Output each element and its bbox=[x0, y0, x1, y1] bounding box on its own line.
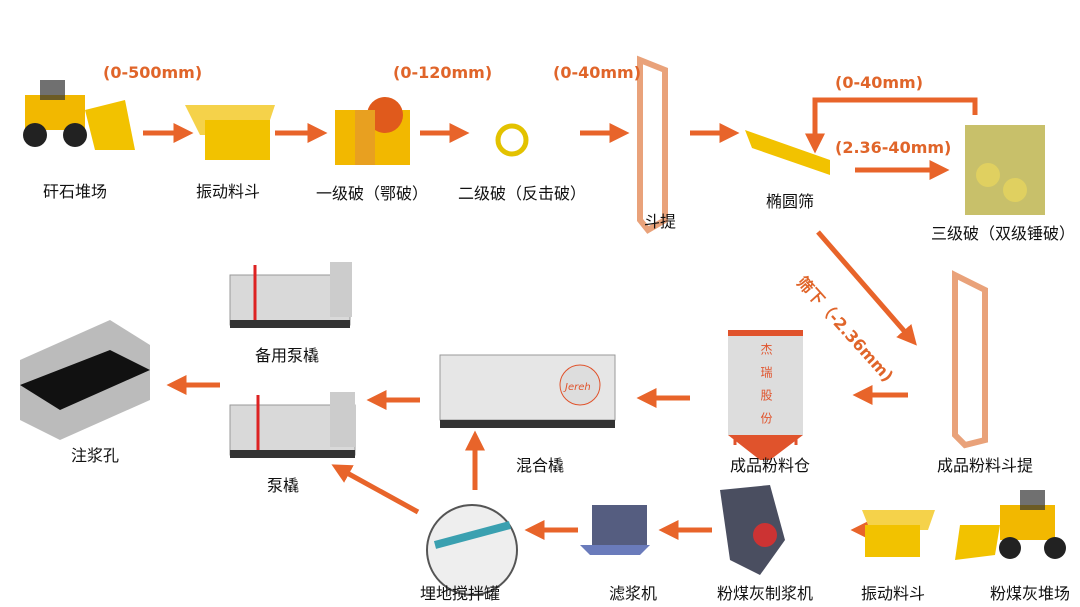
station-mixer-skid: 混合橇 bbox=[515, 456, 565, 475]
hammer-crusher-icon bbox=[965, 125, 1045, 215]
station-vibrating-feeder: 振动料斗 bbox=[195, 182, 261, 201]
bucket-elevator-icon bbox=[637, 55, 668, 234]
station-tertiary-crusher: 三级破（双级锤破） bbox=[930, 224, 1076, 243]
station-gangue-yard: 矸石堆场 bbox=[42, 182, 108, 201]
vibrating-feeder-2-icon bbox=[862, 510, 935, 557]
station-bucket-elevator: 斗提 bbox=[643, 212, 677, 231]
slurry-maker-icon bbox=[720, 485, 785, 575]
station-powder-elevator: 成品粉料斗提 bbox=[936, 456, 1034, 475]
size-label: (0-500mm) bbox=[103, 63, 203, 82]
elliptical-screen-icon bbox=[745, 130, 830, 175]
station-pump-skid: 泵橇 bbox=[266, 476, 300, 495]
size-label: (2.36-40mm) bbox=[835, 138, 952, 157]
station-grouting-hole: 注浆孔 bbox=[70, 446, 120, 465]
size-label: (0-120mm) bbox=[393, 63, 493, 82]
grouting-hole-icon bbox=[20, 320, 150, 440]
vibrating-feeder-icon bbox=[185, 105, 275, 160]
buried-tank-icon bbox=[426, 504, 518, 596]
pump-skid-icon bbox=[229, 392, 356, 458]
station-powder-silo: 成品粉料仓 bbox=[729, 456, 811, 475]
loader-2-icon bbox=[955, 490, 1066, 560]
mixer-brand: Jereh bbox=[563, 382, 591, 393]
size-label: (0-40mm) bbox=[553, 63, 642, 82]
return-arrow bbox=[805, 97, 978, 154]
powder-elevator-icon bbox=[952, 270, 988, 449]
station-fly-ash-yard: 粉煤灰堆场 bbox=[989, 584, 1071, 603]
jaw-crusher-icon bbox=[335, 97, 410, 165]
station-vibrating-feeder-2: 振动料斗 bbox=[860, 584, 926, 603]
arrow bbox=[331, 464, 420, 515]
mixer-skid-icon: Jereh bbox=[439, 354, 616, 428]
station-secondary-crusher: 二级破（反击破） bbox=[457, 184, 587, 203]
station-buried-tank: 埋地搅拌罐 bbox=[419, 584, 501, 603]
station-primary-crusher: 一级破（鄂破） bbox=[315, 184, 429, 203]
size-label: (0-40mm) bbox=[835, 73, 924, 92]
loader-icon bbox=[23, 80, 135, 150]
station-elliptical-screen: 椭圆筛 bbox=[765, 192, 815, 211]
backup-pump-skid-icon bbox=[229, 262, 352, 328]
slurry-filter-icon bbox=[580, 505, 650, 555]
silo-brand: 杰瑞股份 bbox=[759, 343, 773, 435]
station-slurry-filter: 滤浆机 bbox=[608, 584, 658, 603]
station-slurry-maker: 粉煤灰制浆机 bbox=[716, 584, 814, 603]
station-backup-pump-skid: 备用泵橇 bbox=[254, 346, 320, 365]
undersize-arrow bbox=[816, 230, 917, 346]
impact-crusher-icon bbox=[495, 123, 529, 157]
silo-icon bbox=[728, 330, 803, 460]
